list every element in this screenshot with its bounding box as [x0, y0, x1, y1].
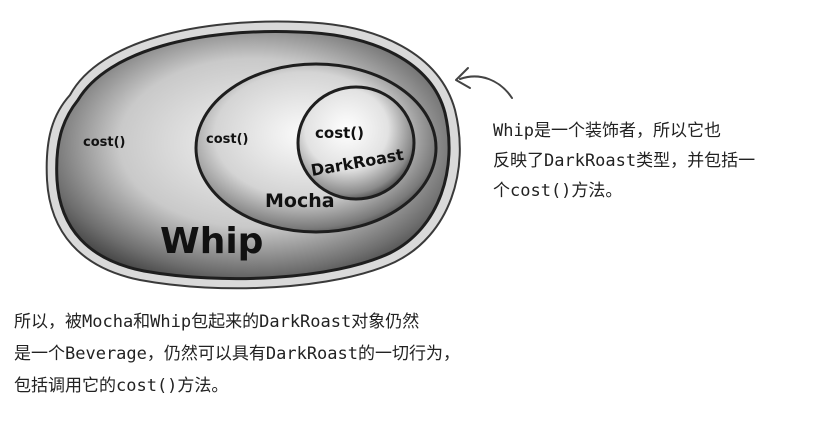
- arrow-head-icon: [455, 67, 471, 89]
- summary-annotation-line: 包括调用它的cost()方法。: [14, 376, 229, 396]
- summary-annotation: 所以，被Mocha和Whip包起来的DarkRoast对象仍然 是一个Bever…: [14, 306, 460, 402]
- darkroast-layer: [296, 85, 416, 201]
- summary-annotation-line: 所以，被Mocha和Whip包起来的DarkRoast对象仍然: [14, 312, 420, 332]
- whip-label: Whip: [160, 221, 263, 262]
- whip-annotation-line: Whip是一个装饰者，所以它也: [493, 121, 721, 141]
- summary-annotation-line: 是一个Beverage，仍然可以具有DarkRoast的一切行为，: [14, 344, 460, 364]
- pointer-arrow: [459, 75, 513, 99]
- mocha-cost-label: cost(): [206, 132, 248, 147]
- darkroast-cost-label: cost(): [315, 124, 364, 142]
- mocha-label: Mocha: [265, 190, 335, 212]
- whip-annotation-line: 反映了DarkRoast类型，并包括一: [493, 151, 756, 171]
- whip-annotation-line: 个cost()方法。: [493, 181, 623, 201]
- whip-annotation: Whip是一个装饰者，所以它也 反映了DarkRoast类型，并包括一 个cos…: [493, 116, 755, 206]
- whip-cost-label: cost(): [83, 135, 125, 150]
